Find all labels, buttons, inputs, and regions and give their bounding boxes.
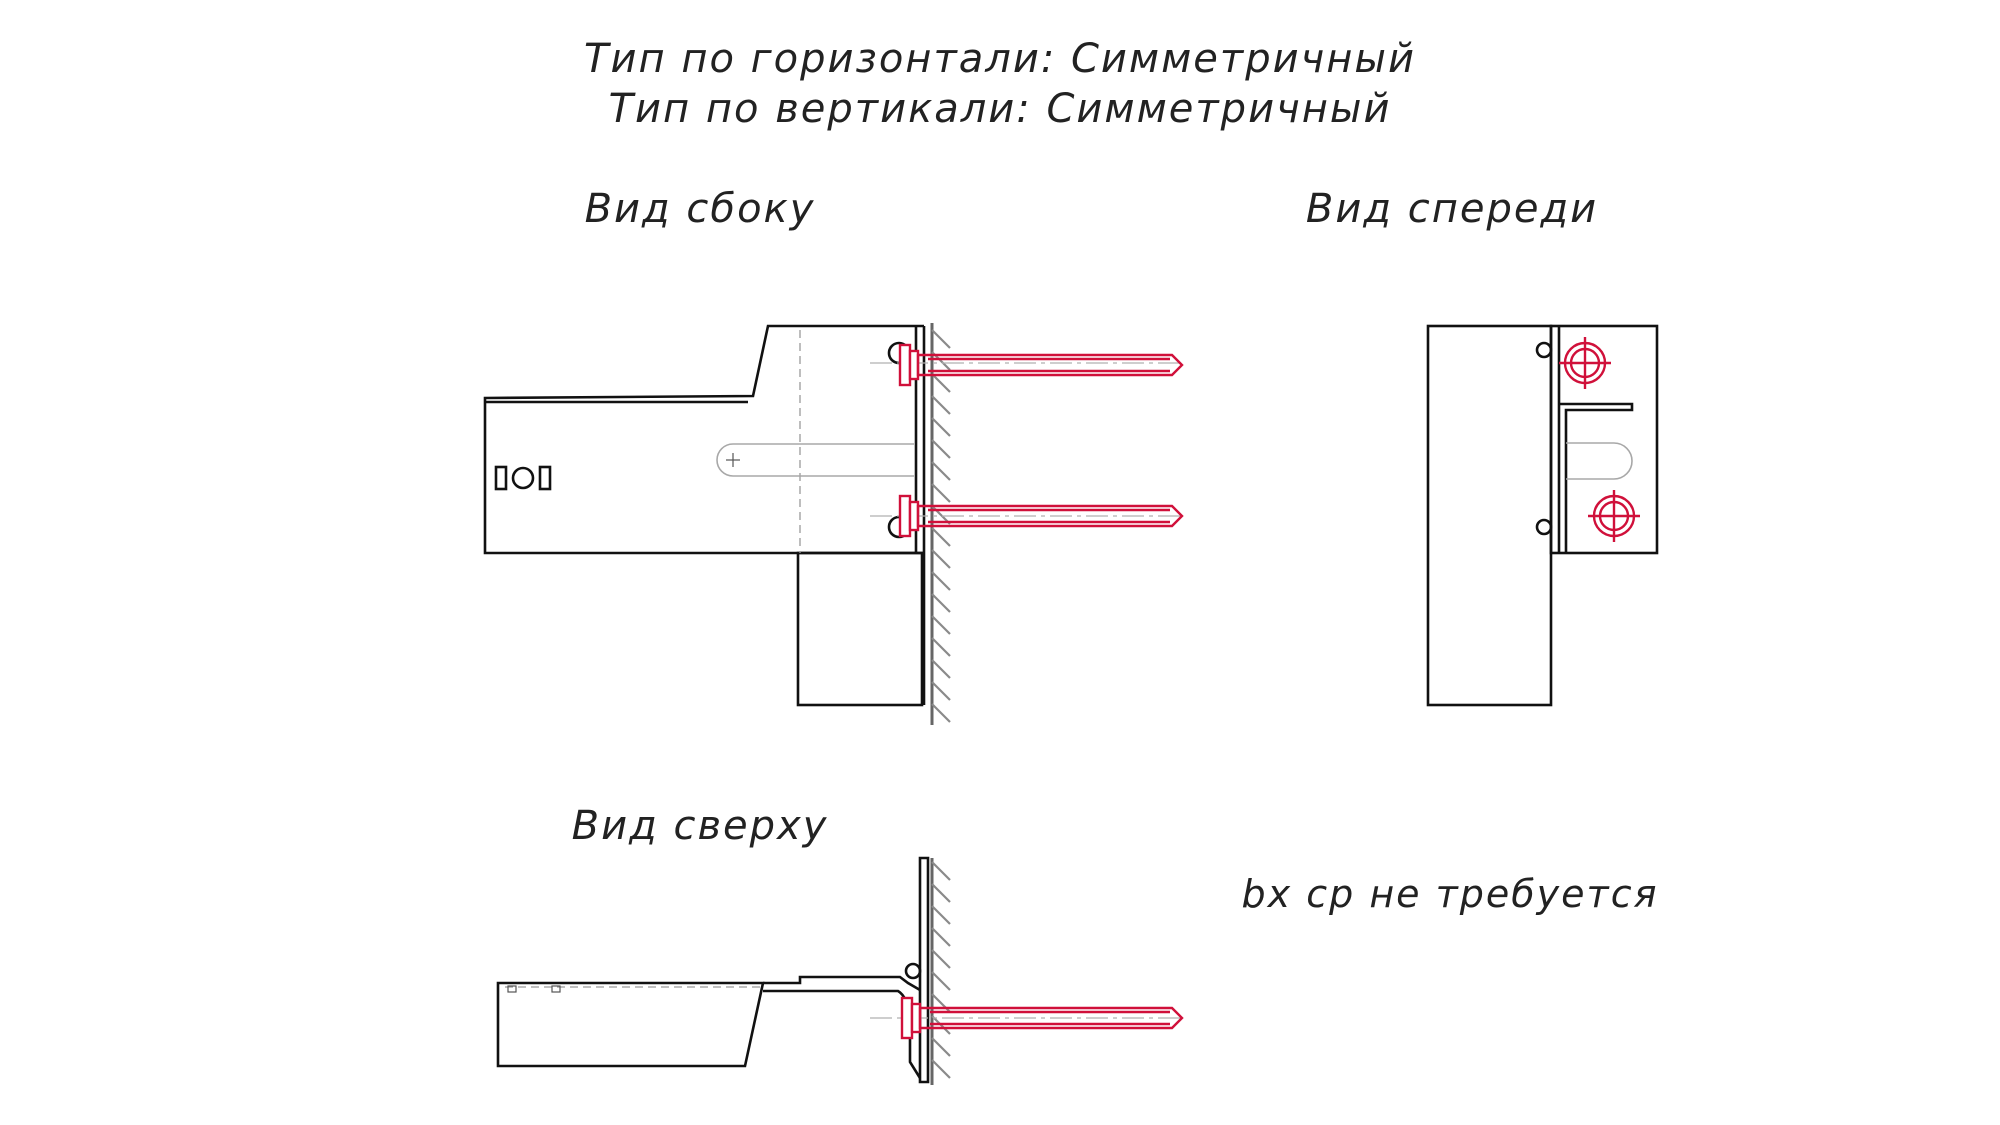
bracket-profile xyxy=(483,324,924,555)
rivet xyxy=(1535,518,1553,536)
front-slot xyxy=(1566,442,1633,480)
bracket-front-flange xyxy=(1549,324,1659,555)
top-view-label: Вид сверху xyxy=(572,803,829,849)
front-view-label: Вид спереди xyxy=(1306,186,1598,232)
side-wall xyxy=(930,323,951,725)
anchor-bolt-top xyxy=(900,996,1184,1040)
anchor-bolt-upper xyxy=(898,343,1184,387)
top-wall xyxy=(930,858,951,1085)
flange-top xyxy=(763,975,921,992)
bracket-front-plate xyxy=(1426,324,1553,707)
side-view: Вид сбоку xyxy=(483,186,1185,725)
front-view: Вид спереди xyxy=(1306,186,1659,707)
horizontal-type-title: Тип по горизонтали: Симметричный xyxy=(584,36,1416,82)
anchor-bolt-lower xyxy=(898,494,1184,538)
bracket-lower-plate xyxy=(796,551,924,707)
anchor-head-lower xyxy=(1588,490,1640,542)
vertical-type-title: Тип по вертикали: Симметричный xyxy=(609,86,1392,132)
adjust-slot xyxy=(716,443,914,477)
anchor-head-upper xyxy=(1559,337,1611,389)
note-text: bx cp не требуется xyxy=(1242,872,1659,916)
bolt-symbol xyxy=(494,465,552,491)
rivet xyxy=(1535,341,1553,359)
rivet xyxy=(904,962,922,980)
console-body-top xyxy=(496,981,765,1068)
bracket-rib xyxy=(1559,402,1634,553)
side-wall-hatch xyxy=(931,329,951,723)
top-view: Вид сверху xyxy=(496,803,1185,1085)
side-view-label: Вид сбоку xyxy=(585,186,816,232)
